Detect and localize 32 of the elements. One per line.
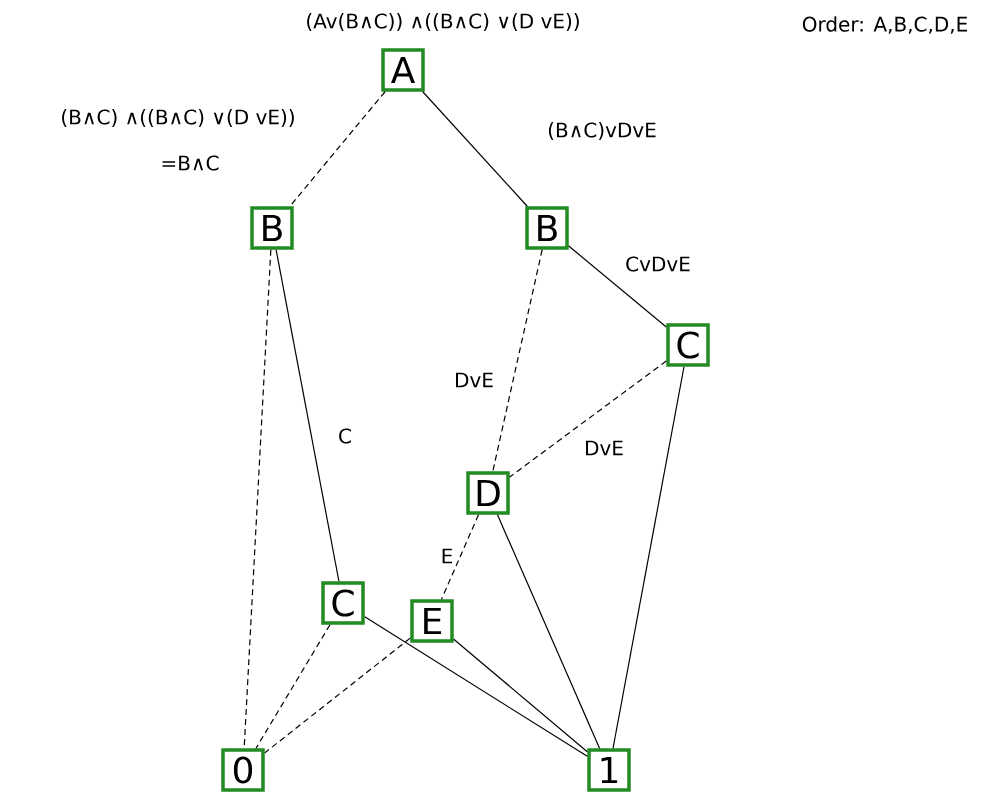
formula-label: =B∧C: [162, 155, 219, 171]
edge-line: [289, 91, 386, 207]
edge-label: C: [339, 428, 351, 444]
edge-line: [275, 249, 340, 582]
edge-label: (B∧C)vDvE: [548, 122, 656, 140]
edge-line: [496, 514, 601, 749]
node-box: B: [525, 206, 569, 250]
edge-line: [568, 245, 667, 328]
edge-line: [255, 624, 331, 749]
edge-line: [440, 514, 480, 600]
node-box: C: [321, 581, 365, 625]
node-box: D: [466, 471, 510, 515]
node-box: B: [250, 206, 294, 250]
edge-label: DvE: [586, 440, 623, 456]
edge-line: [509, 360, 667, 478]
edge-label: DvE: [456, 372, 493, 388]
node-formula: (Av(B∧C)) ∧((B∧C) ∨(D vE)): [307, 13, 579, 31]
edge-label: (B∧C) ∧((B∧C) ∨(D vE)): [62, 109, 294, 127]
edge-line: [492, 249, 543, 472]
edge-label: CvDvE: [626, 256, 690, 272]
node-box: E: [410, 599, 454, 643]
node-box: 1: [587, 748, 631, 792]
node-box: A: [381, 48, 425, 92]
formula-label: Order: A,B,C,D,E: [802, 16, 967, 34]
edge-line: [422, 91, 528, 207]
edge-line: [612, 366, 685, 749]
node-box: C: [666, 323, 710, 367]
edge-line: [453, 638, 588, 753]
edge-line: [364, 616, 588, 757]
node-box: 0: [221, 748, 265, 792]
edge-line: [264, 637, 411, 754]
edge-label: E: [442, 548, 453, 564]
